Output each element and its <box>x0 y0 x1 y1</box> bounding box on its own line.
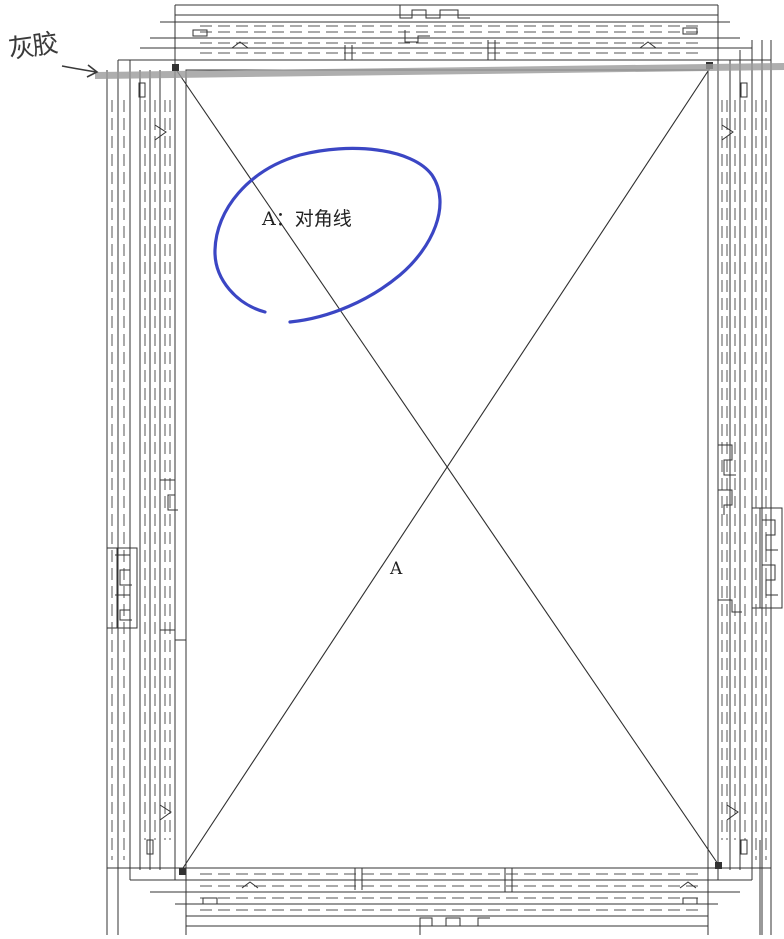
diagonal-label: A <box>390 559 403 579</box>
marker-band <box>95 63 784 79</box>
arrow-icon <box>61 64 99 78</box>
handwritten-note: 灰胶 <box>6 28 59 66</box>
ink-circle-annotation <box>213 146 442 324</box>
diagonal-1 <box>174 67 719 865</box>
dashed-frame-lines <box>111 25 767 911</box>
diagonal-lines <box>174 64 719 869</box>
outer-frame-lines <box>106 4 783 935</box>
hardware-marks <box>115 5 778 935</box>
circled-note: A：对角线 <box>262 208 352 230</box>
diagonal-2 <box>182 64 713 869</box>
